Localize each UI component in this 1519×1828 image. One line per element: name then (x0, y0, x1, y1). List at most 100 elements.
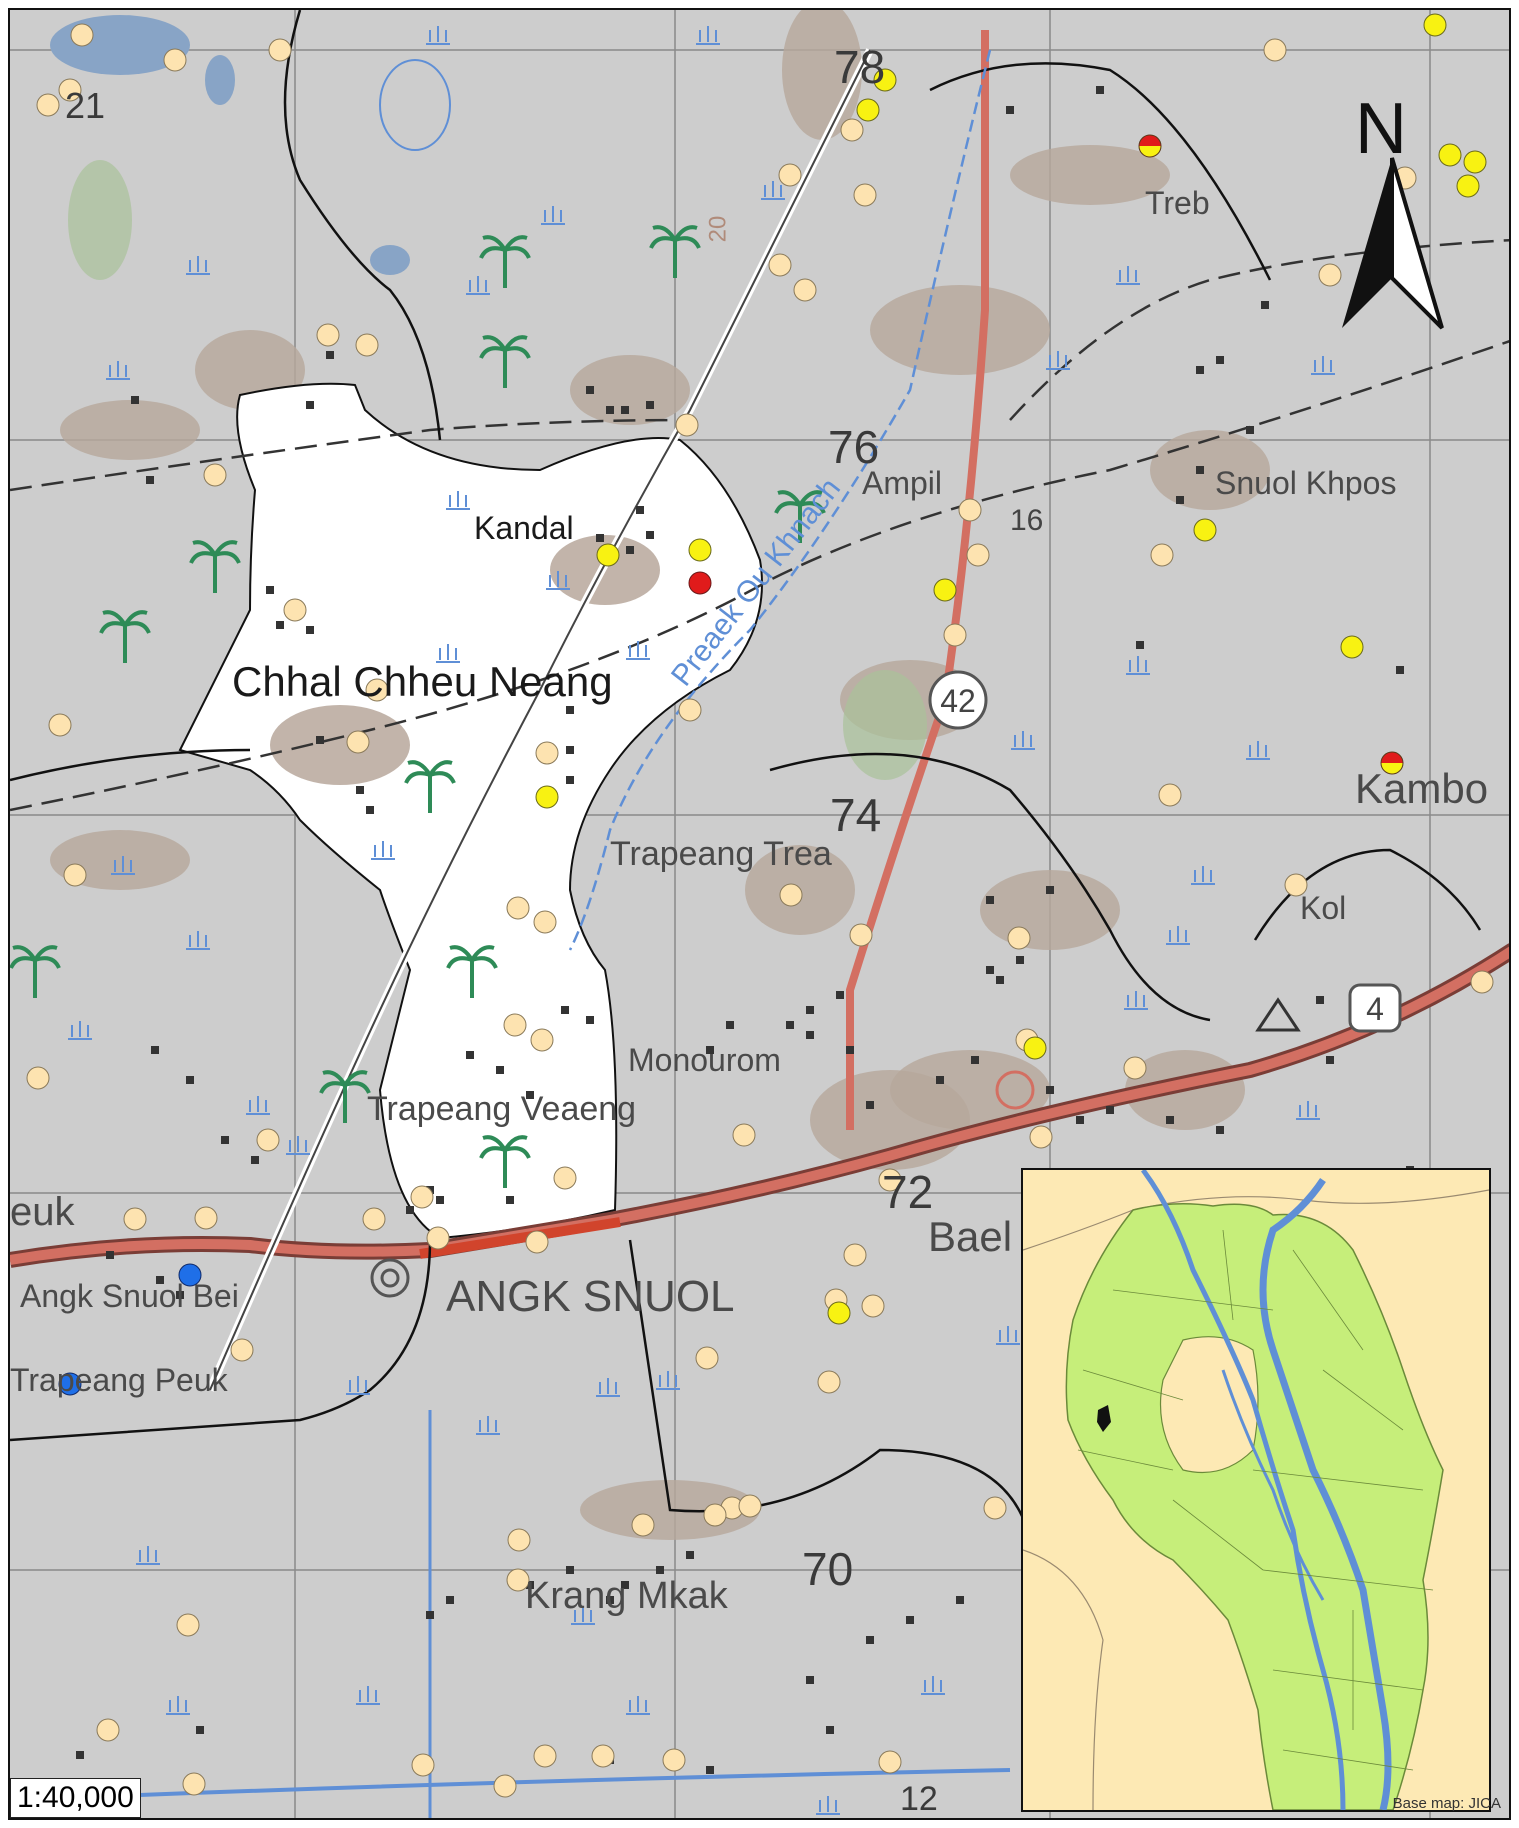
survey-point-beige (861, 1294, 885, 1318)
survey-point-beige (878, 1168, 902, 1192)
building-marker (996, 976, 1004, 984)
survey-point-beige (1158, 783, 1182, 807)
grid-number: 12 (900, 1780, 938, 1818)
marsh-area (379, 59, 451, 151)
survey-point-beige (943, 623, 967, 647)
survey-point-beige (163, 48, 187, 72)
survey-point-yellow (1423, 13, 1447, 37)
grid-number: 72 (882, 1166, 934, 1218)
survey-point-beige (493, 1774, 517, 1798)
marsh-icon (476, 1416, 500, 1435)
building-marker (1076, 1116, 1084, 1124)
marsh-icon (1011, 731, 1035, 750)
palm-icon (649, 225, 701, 278)
marsh-icon (286, 1136, 310, 1155)
building-marker (221, 1136, 229, 1144)
palm-icon (479, 235, 531, 288)
building-marker (106, 1251, 114, 1259)
building-marker (621, 406, 629, 414)
marsh-icon (106, 361, 130, 380)
marsh-icon (166, 1696, 190, 1715)
building-marker (316, 736, 324, 744)
survey-point-beige (123, 1207, 147, 1231)
settlement-area (870, 285, 1050, 375)
building-marker (1136, 641, 1144, 649)
survey-point-yellow (535, 785, 559, 809)
pond (205, 55, 235, 105)
survey-point-beige (695, 1346, 719, 1370)
building-marker (706, 1046, 714, 1054)
road-shield-4-label: 4 (1366, 991, 1384, 1027)
marsh-icon (68, 1021, 92, 1040)
building-marker (1046, 1086, 1054, 1094)
settlement-area (270, 705, 410, 785)
building-marker (251, 1156, 259, 1164)
building-marker (1396, 666, 1404, 674)
road-shield-42-label: 42 (940, 683, 976, 719)
boundary-line (10, 1239, 432, 1442)
place-label-kol: Kol (1300, 890, 1347, 926)
marsh-icon (371, 841, 395, 860)
building-marker (1166, 1116, 1174, 1124)
survey-point-beige (48, 713, 72, 737)
building-marker (526, 1091, 534, 1099)
survey-point-beige (283, 598, 307, 622)
road-shield-42 (928, 670, 988, 730)
building-marker (406, 1206, 414, 1214)
marsh-icon (996, 1326, 1020, 1345)
survey-point-beige (533, 910, 557, 934)
boundary-dashed (10, 418, 691, 492)
survey-point-beige (732, 1123, 756, 1147)
palm-icon (319, 1070, 371, 1123)
survey-point-beige (778, 163, 802, 187)
marsh-icon (436, 644, 460, 663)
building-marker (446, 1596, 454, 1604)
building-marker (506, 1196, 514, 1204)
survey-point-yellow (1463, 150, 1487, 174)
survey-point-beige (503, 1013, 527, 1037)
marsh-icon (1046, 351, 1070, 370)
marsh-icon (446, 491, 470, 510)
building-marker (986, 896, 994, 904)
marsh-icon (571, 1606, 595, 1625)
building-marker (986, 966, 994, 974)
building-marker (356, 786, 364, 794)
marsh-icon (761, 181, 785, 200)
building-marker (606, 1596, 614, 1604)
survey-point-beige (1470, 970, 1494, 994)
survey-point-beige (662, 1748, 686, 1772)
building-marker (786, 1021, 794, 1029)
building-marker (806, 1031, 814, 1039)
road-secondary-edge (209, 49, 871, 1391)
survey-point-yellow (933, 578, 957, 602)
marsh-icon (356, 1686, 380, 1705)
scale-text: 1:40,000 (10, 1778, 141, 1818)
survey-point-yellow (688, 538, 712, 562)
survey-point-beige (553, 1166, 577, 1190)
survey-point-yellow (873, 68, 897, 92)
building-marker (1096, 86, 1104, 94)
survey-point-beige (63, 863, 87, 887)
inset-svg (1023, 1170, 1489, 1810)
building-marker (566, 1566, 574, 1574)
marsh-icon (111, 856, 135, 875)
building-marker (1176, 496, 1184, 504)
building-marker (1106, 1106, 1114, 1114)
place-label-chhal-chheu-neang: Chhal Chheu Neang (232, 658, 613, 705)
place-label-trapeang-peuk: Trapeang Peuk (10, 1362, 228, 1398)
survey-point-split-top (1139, 135, 1161, 146)
survey-point-beige (983, 1496, 1007, 1520)
building-marker (1196, 366, 1204, 374)
building-marker (866, 1636, 874, 1644)
survey-point-beige (194, 1206, 218, 1230)
building-marker (1216, 356, 1224, 364)
survey-point-beige (426, 1226, 450, 1250)
survey-point-beige (535, 741, 559, 765)
survey-point-blue (178, 1263, 202, 1287)
north-arrow-icon (1342, 157, 1444, 330)
grid-number: 70 (802, 1543, 854, 1595)
building-marker (836, 991, 844, 999)
building-marker (156, 1276, 164, 1284)
place-label-bael: Bael (928, 1213, 1013, 1260)
